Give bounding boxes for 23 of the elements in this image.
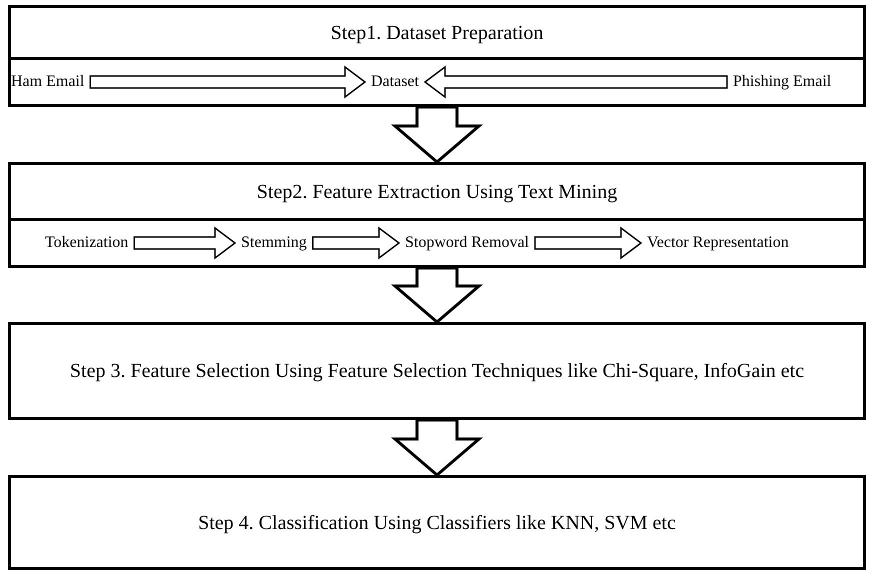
block-arrow	[90, 66, 366, 98]
stage-label: Phishing Email	[733, 72, 832, 92]
block-arrow	[312, 226, 400, 260]
step-box	[8, 162, 866, 268]
step-box	[8, 5, 866, 107]
stage-label: Tokenization	[45, 233, 128, 253]
step-title: Step 3. Feature Selection Using Feature Selection Techniques like Chi-Square, InfoGain etc	[70, 359, 804, 383]
stage-label: Stemming	[241, 233, 307, 253]
block-arrow	[390, 106, 484, 164]
step-title: Step1. Dataset Preparation	[330, 20, 544, 44]
stage-label: Ham Email	[11, 72, 84, 92]
block-arrow	[534, 226, 642, 260]
step-box	[8, 475, 866, 570]
block-arrow	[134, 226, 236, 260]
block-arrow	[424, 66, 728, 98]
stage-label: Dataset	[371, 72, 419, 92]
step-box	[8, 322, 866, 420]
step-title: Step2. Feature Extraction Using Text Mining	[256, 180, 618, 204]
step-title: Step 4. Classification Using Classifiers like KNN, SVM etc	[198, 510, 676, 534]
stage-label: Stopword Removal	[405, 233, 529, 253]
block-arrow	[390, 266, 484, 324]
block-arrow	[390, 418, 484, 477]
stage-label: Vector Representation	[647, 233, 789, 253]
